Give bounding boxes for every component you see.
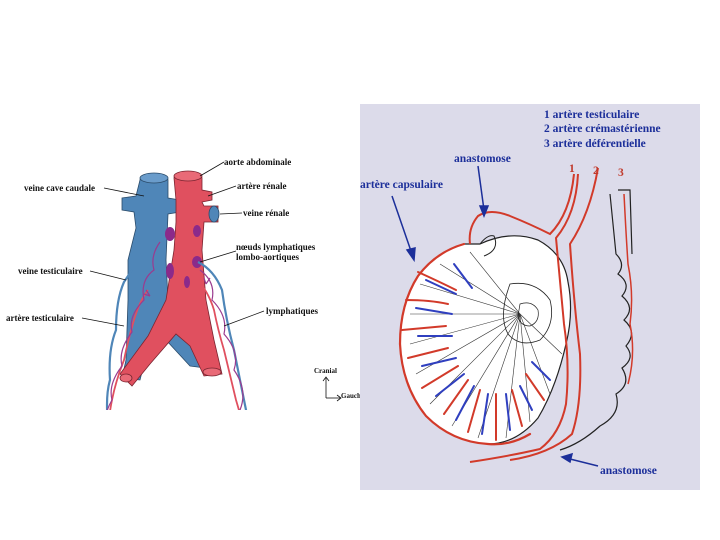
label-noeuds-lymphatiques: nœuds lymphatiques bbox=[236, 242, 316, 252]
testis-svg: 1 artère testiculaire 2 artère crémastér… bbox=[360, 109, 661, 477]
legend-artere-testiculaire: 1 artère testiculaire bbox=[544, 109, 639, 121]
label-artere-capsulaire: artère capsulaire bbox=[360, 179, 443, 191]
label-artere-renale: artère rénale bbox=[237, 181, 287, 191]
label-anastomose-top: anastomose bbox=[454, 153, 511, 165]
lymphatic-left bbox=[104, 241, 161, 446]
epididymis bbox=[559, 193, 633, 451]
vascular-diagram-left: aorte abdominale veine cave caudale artè… bbox=[0, 150, 365, 446]
legend-artere-cremasterienne: 2 artère crémastérienne bbox=[544, 123, 661, 135]
legend-artere-deferentielle: 3 artère déférentielle bbox=[544, 138, 646, 150]
label-anastomose-bottom: anastomose bbox=[600, 465, 657, 477]
vascular-svg: aorte abdominale veine cave caudale artè… bbox=[6, 157, 361, 446]
label-cranial: Cranial bbox=[314, 367, 337, 375]
artery-3 bbox=[623, 193, 634, 385]
vena-cava-shape bbox=[121, 172, 213, 381]
label-veine-cave-caudale: veine cave caudale bbox=[24, 183, 95, 193]
septal-veins bbox=[415, 263, 551, 435]
label-gauche: Gauch bbox=[341, 392, 361, 400]
capsular-arteries bbox=[398, 242, 545, 446]
lymph-nodes bbox=[165, 225, 202, 288]
label-lombo-aortiques: lombo-aortiques bbox=[236, 252, 299, 262]
orientation-marker: Cranial Gauch bbox=[314, 367, 361, 402]
annotation-arrows bbox=[391, 165, 599, 467]
label-veine-renale: veine rénale bbox=[243, 208, 289, 218]
leader-lines bbox=[81, 161, 265, 327]
label-num-2: 2 bbox=[593, 165, 599, 177]
cord-arteries bbox=[468, 167, 599, 463]
label-num-1: 1 bbox=[569, 163, 575, 175]
label-lymphatiques: lymphatiques bbox=[266, 306, 319, 316]
label-num-3: 3 bbox=[618, 167, 624, 179]
label-veine-testiculaire: veine testiculaire bbox=[18, 266, 83, 276]
label-artere-testiculaire: artère testiculaire bbox=[6, 313, 74, 323]
testicular-vein-left bbox=[105, 269, 133, 441]
testis-diagram-right: 1 artère testiculaire 2 artère crémastér… bbox=[360, 104, 700, 490]
label-aorte-abdominale: aorte abdominale bbox=[224, 157, 291, 167]
ductus-deferens bbox=[618, 189, 633, 255]
